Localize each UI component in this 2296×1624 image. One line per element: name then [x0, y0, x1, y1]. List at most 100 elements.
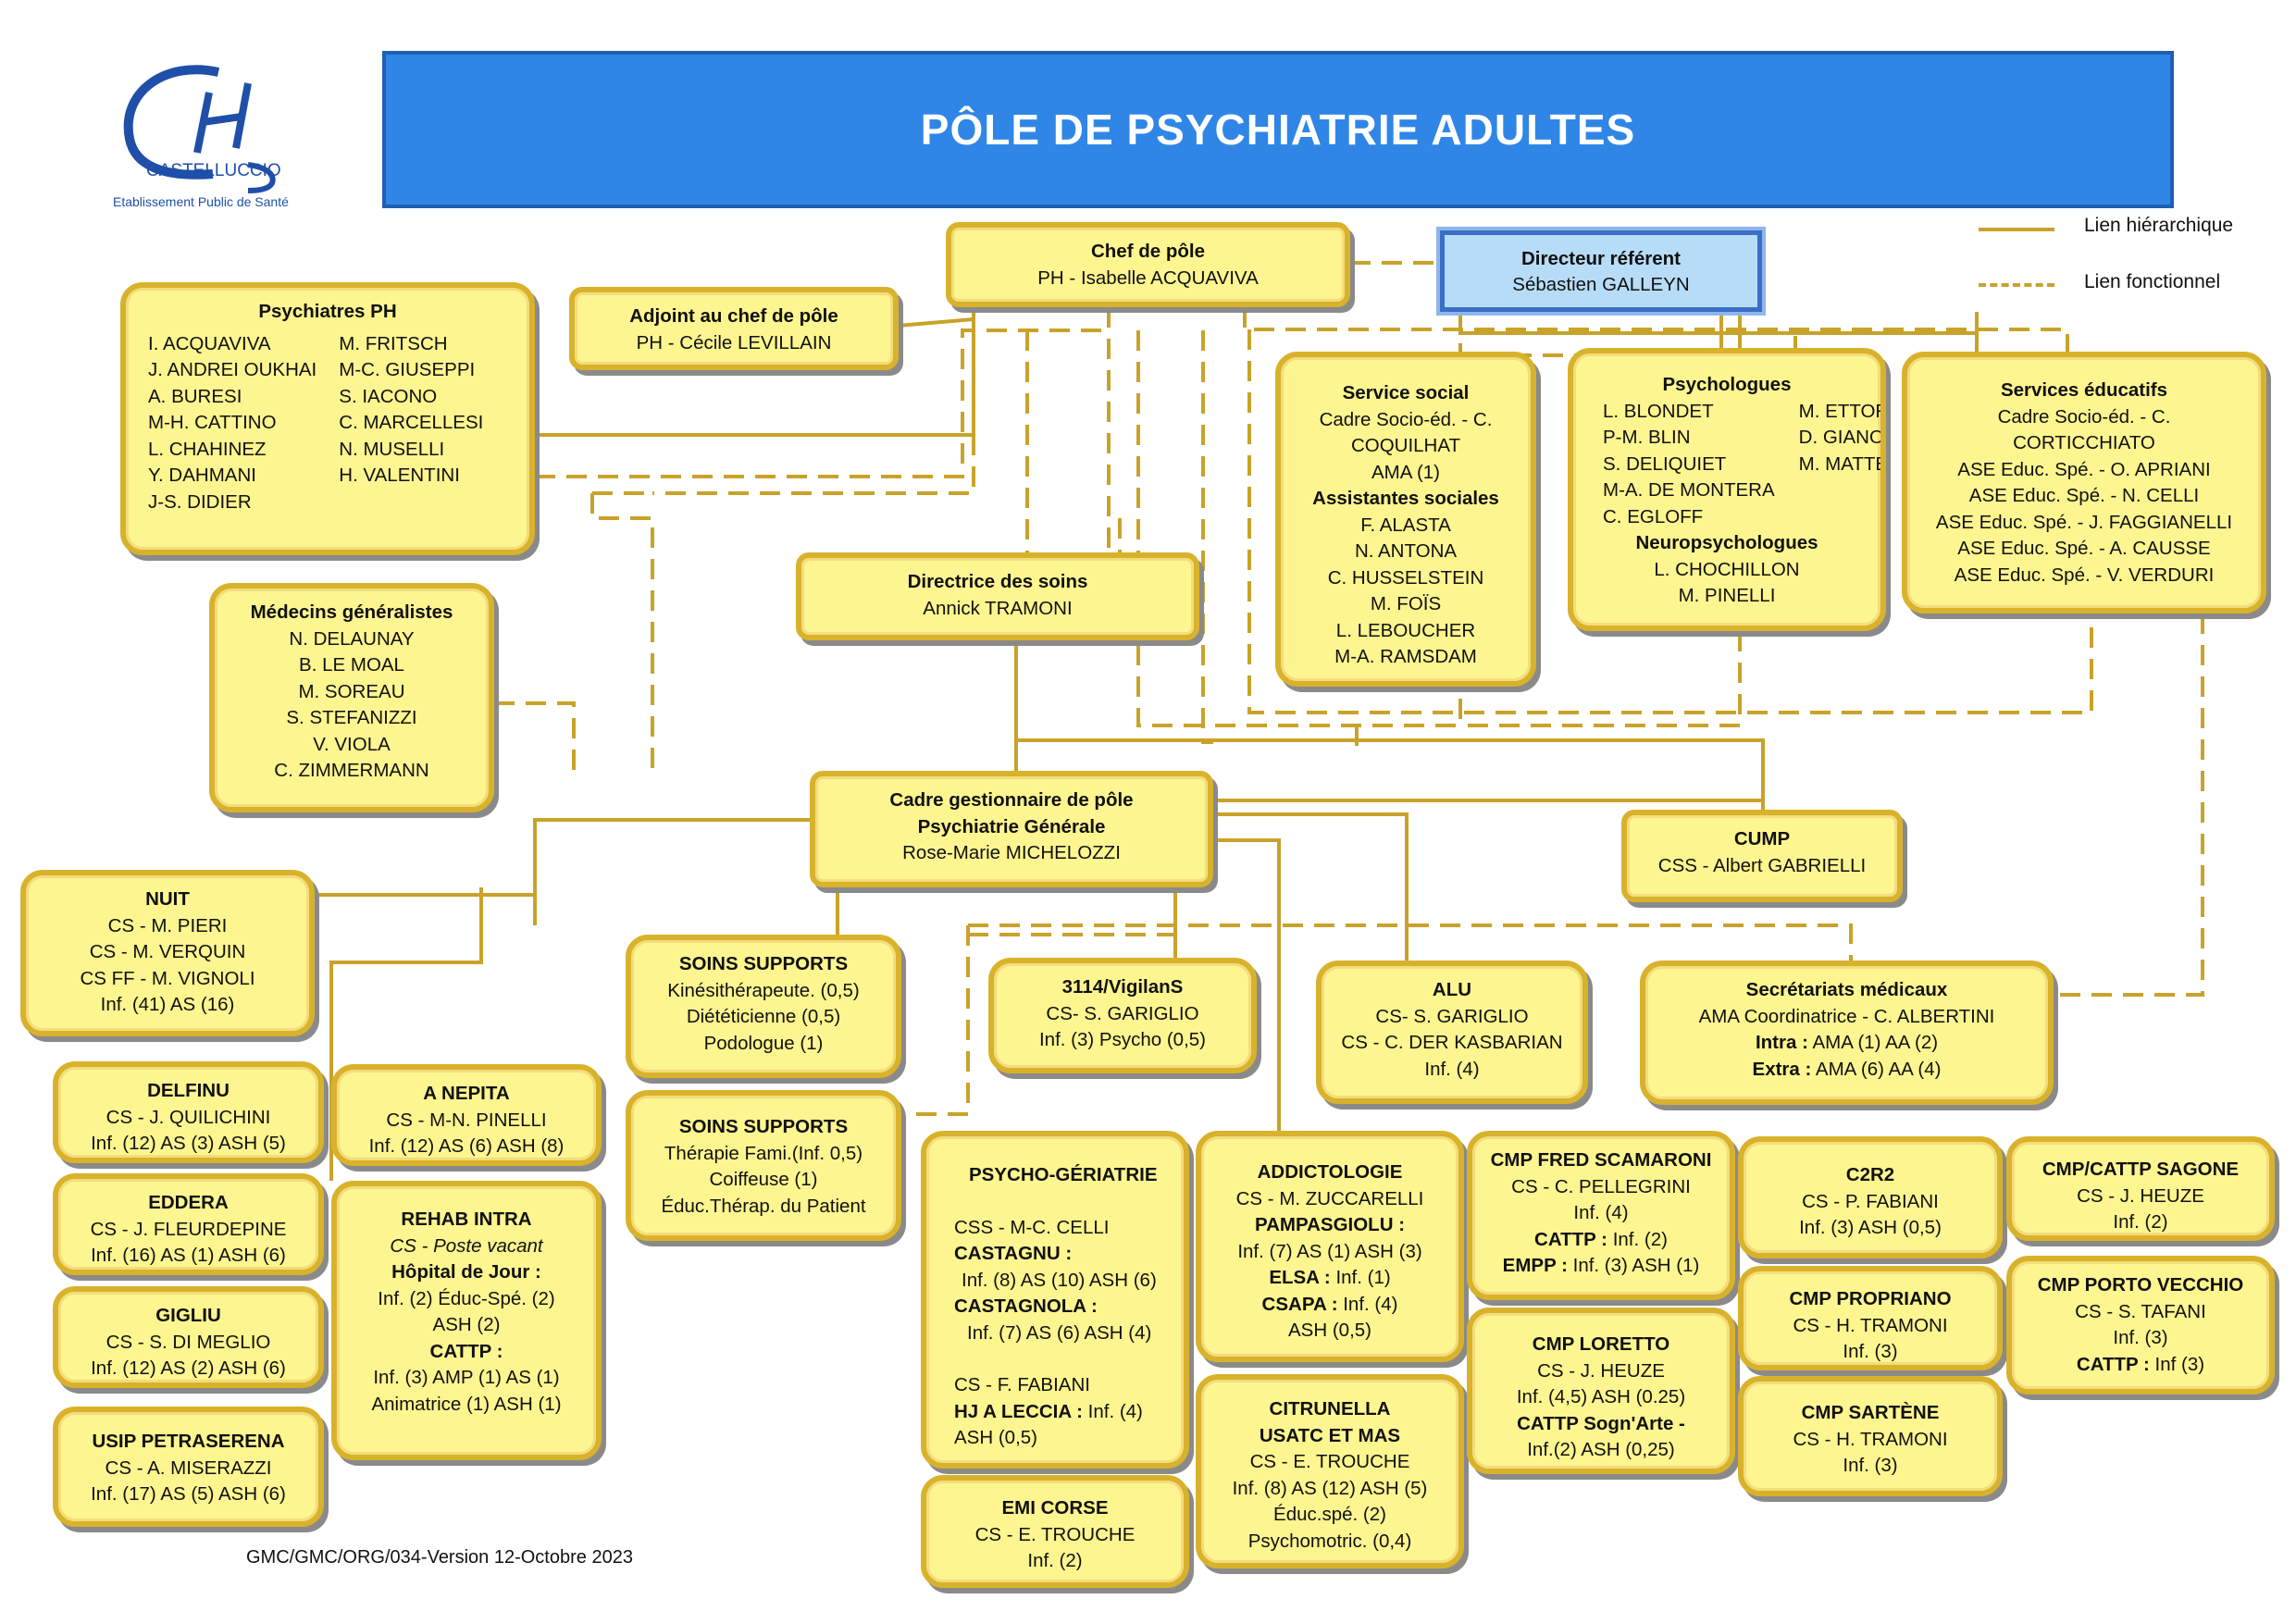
gigliu-title: GIGLIU [155, 1305, 221, 1326]
nuit-line: CS - M. PIERI [107, 914, 228, 936]
vigilans-title: 3114/VigilanS [1061, 976, 1184, 998]
eddera-box: EDDERA CS - J. FLEURDEPINE Inf. (16) AS … [53, 1173, 324, 1275]
fred-cattp-label: CATTP : [1534, 1228, 1608, 1250]
vigilans-line: CS- S. GARIGLIO [1046, 1002, 1199, 1024]
medecin-name: M. SOREAU [298, 680, 405, 702]
medecin-name: N. DELAUNAY [289, 627, 415, 650]
soins2-line: Éduc.Thérap. du Patient [661, 1195, 866, 1217]
cmp-propriano-box: CMP PROPRIANO CS - H. TRAMONI Inf. (3) [1738, 1266, 2003, 1370]
castagnola-label: CASTAGNOLA : [954, 1295, 1098, 1317]
usip-petraserena-box: USIP PETRASERENA CS - A. MISERAZZI Inf. … [53, 1407, 324, 1527]
psychiatre-name: M-C. GIUSEPPI [339, 359, 476, 380]
psychologues-col1: L. BLONDET P-M. BLIN S. DELIQUIET M-A. D… [1603, 399, 1775, 531]
cmp-fred-scamaroni-box: CMP FRED SCAMARONI CS - C. PELLEGRINI In… [1467, 1131, 1735, 1300]
document-version: GMC/GMC/ORG/034-Version 12-Octobre 2023 [246, 1547, 633, 1568]
porto-cattp-label: CATTP : [2076, 1353, 2150, 1375]
rehab-title: REHAB INTRA [401, 1209, 532, 1230]
nuit-line: Inf. (41) AS (16) [100, 994, 235, 1015]
psychiatre-name: S. IACONO [339, 385, 438, 407]
alu-box: ALU CS- S. GARIGLIO CS - C. DER KASBARIA… [1316, 961, 1588, 1104]
logo-name: CASTELLUCCIO [146, 161, 281, 180]
secretariats-medicaux-box: Secrétariats médicaux AMA Coordinatrice … [1640, 961, 2054, 1105]
cadre-title1: Cadre gestionnaire de pôle [889, 789, 1134, 811]
hierarchical-link [897, 317, 974, 328]
nepita-line: CS - M-N. PINELLI [386, 1109, 547, 1131]
porto-title: CMP PORTO VECCHIO [2037, 1274, 2244, 1295]
functional-link [1247, 329, 2093, 714]
psychiatre-name: M-H. CATTINO [148, 412, 277, 433]
service-social-line: COQUILHAT [1350, 435, 1461, 456]
psychiatres-title: Psychiatres PH [258, 301, 397, 322]
legend-functional-label: Lien fonctionnel [2084, 271, 2221, 292]
psychiatre-name: I. ACQUAVIVA [148, 332, 271, 354]
psycho-geriatrie-box: PSYCHO-GÉRIATRIE CSS - M-C. CELLI CASTAG… [921, 1131, 1189, 1469]
csapa-label: CSAPA : [1261, 1293, 1338, 1315]
directrice-name: Annick TRAMONI [923, 597, 1073, 619]
chef-title: Chef de pôle [1090, 241, 1205, 262]
nuit-line: CS FF - M. VIGNOLI [80, 967, 255, 989]
directeur-referent-box: Directeur référent Sébastien GALLEYN [1440, 230, 1762, 312]
medecin-name: S. STEFANIZZI [286, 707, 417, 728]
elsa: ELSA : Inf. (1) [1209, 1265, 1451, 1292]
extra-value: AMA (6) AA (4) [1811, 1058, 1942, 1080]
fred-empp: EMPP : Inf. (3) ASH (1) [1480, 1253, 1722, 1280]
service-social-box: Service social Cadre Socio-éd. - C. COQU… [1275, 352, 1536, 687]
citrunella-title1: CITRUNELLA [1269, 1398, 1391, 1419]
functional-link [535, 329, 1109, 478]
services-educatifs-title: Services éducatifs [2000, 379, 2168, 401]
alu-title: ALU [1432, 979, 1472, 1000]
soins1-line: Diététicienne (0,5) [686, 1006, 841, 1027]
functional-link [1136, 330, 1462, 727]
functional-link [590, 493, 654, 777]
rehab-hj-line: Inf. (2) Éduc-Spé. (2) [378, 1287, 555, 1309]
services-educatifs-line: ASE Educ. Spé. - O. APRIANI [1957, 458, 2211, 480]
cadre-name: Rose-Marie MICHELOZZI [902, 842, 1121, 863]
hj-leccia-label: HJ A LECCIA : [954, 1400, 1083, 1422]
usip-title: USIP PETRASERENA [92, 1431, 285, 1452]
c2r2-box: C2R2 CS - P. FABIANI Inf. (3) ASH (0,5) [1738, 1136, 2003, 1258]
addictologie-box: ADDICTOLOGIE CS - M. ZUCCARELLI PAMPASGI… [1196, 1131, 1464, 1362]
alu-line: CS - C. DER KASBARIAN [1341, 1032, 1563, 1053]
hj-leccia-ash: ASH (0,5) [954, 1427, 1037, 1448]
loretto-title: CMP LORETTO [1532, 1333, 1670, 1355]
soins2-line: Coiffeuse (1) [709, 1169, 818, 1190]
assistante-name: M-A. RAMSDAM [1334, 646, 1477, 667]
citrunella-line: Inf. (8) AS (12) ASH (5) [1232, 1477, 1428, 1499]
rehab-hj-line: ASH (2) [432, 1314, 501, 1335]
rehab-cattp-line: Animatrice (1) ASH (1) [371, 1393, 562, 1415]
citrunella-title2: USATC ET MAS [1259, 1424, 1401, 1446]
sagone-title: CMP/CATTP SAGONE [2042, 1159, 2240, 1180]
fred-inf: Inf. (4) [1573, 1202, 1629, 1223]
secretariats-extra: Extra : AMA (6) AA (4) [1653, 1057, 2041, 1084]
service-social-line: Cadre Socio-éd. - C. [1319, 408, 1493, 430]
c2r2-line: Inf. (3) ASH (0,5) [1799, 1217, 1942, 1238]
directrice-title: Directrice des soins [907, 571, 1088, 592]
services-educatifs-line: CORTICCHIATO [2013, 432, 2155, 453]
emi-line: Inf. (2) [1027, 1550, 1083, 1571]
psychiatre-name: J-S. DIDIER [148, 490, 252, 513]
rehab-hj-label: Hôpital de Jour : [391, 1261, 541, 1283]
csapa-value: Inf. (4) [1337, 1293, 1398, 1315]
psychologue-name: M-A. DE MONTERA [1603, 479, 1775, 501]
hierarchical-link [315, 818, 810, 897]
assistante-name: C. HUSSELSTEIN [1327, 566, 1484, 589]
medecin-name: B. LE MOAL [299, 654, 404, 676]
loretto-cs: CS - J. HEUZE [1537, 1359, 1665, 1382]
chef-name: PH - Isabelle ACQUAVIVA [1037, 267, 1259, 289]
propriano-title: CMP PROPRIANO [1789, 1288, 1952, 1309]
secretariats-title: Secrétariats médicaux [1745, 979, 1948, 1000]
eddera-line: CS - J. FLEURDEPINE [90, 1218, 287, 1240]
spacer [954, 1189, 1176, 1215]
soins1-line: Podologue (1) [703, 1032, 824, 1054]
medecin-name: V. VIOLA [313, 733, 391, 755]
services-educatifs-line: Cadre Socio-éd. - C. [1997, 405, 2171, 428]
addicto-cs: CS - M. ZUCCARELLI [1235, 1187, 1424, 1209]
adjoint-name: PH - Cécile LEVILLAIN [636, 331, 832, 353]
c2r2-line: CS - P. FABIANI [1802, 1190, 1939, 1212]
usip-line: Inf. (17) AS (5) ASH (6) [91, 1483, 286, 1505]
emi-title: EMI CORSE [1001, 1497, 1109, 1519]
services-educatifs-box: Services éducatifs Cadre Socio-éd. - C. … [1902, 352, 2266, 614]
functional-link [494, 701, 576, 777]
service-social-title: Service social [1342, 382, 1470, 403]
